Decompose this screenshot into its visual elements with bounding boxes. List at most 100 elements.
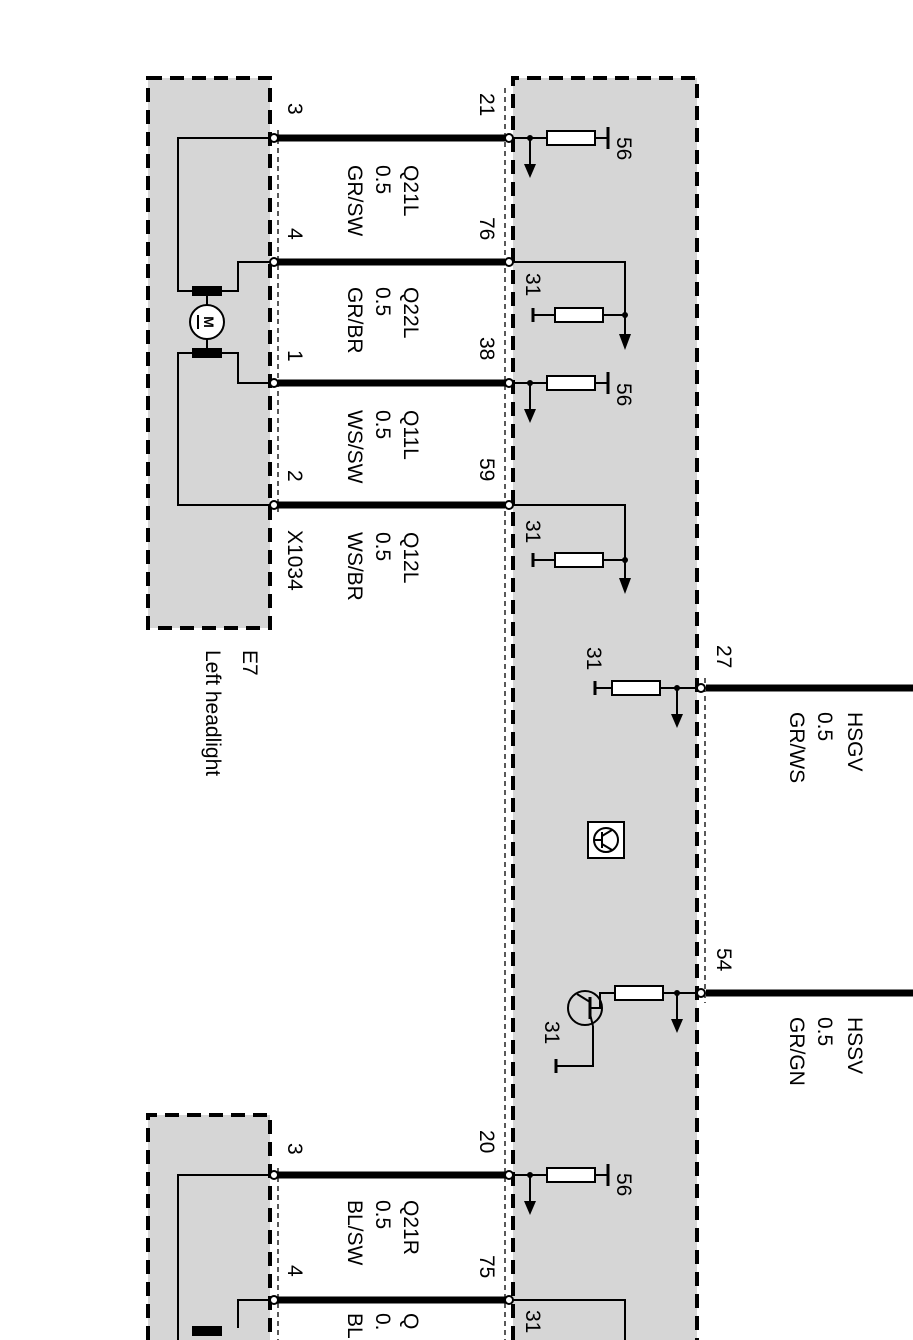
motor-lead-bottom-right — [222, 352, 270, 384]
headlight-pin-connector — [269, 1295, 279, 1305]
input-arrow-icon — [671, 714, 683, 728]
terminal-label: 31 — [582, 647, 605, 670]
wire-color-code: WS/BR — [343, 532, 366, 601]
wire-size: 0.5 — [371, 410, 394, 439]
wire-q21l: 3 21 Q21L 0.5 GR/SW 56 — [269, 93, 635, 236]
module-pin-connector — [504, 500, 514, 510]
internal-lead — [513, 261, 626, 336]
wire-size: 0.5 — [813, 1017, 836, 1046]
internal-lead — [513, 1299, 626, 1340]
wire-color-code: GR/GN — [785, 1017, 808, 1086]
pulldown-resistor — [554, 552, 604, 568]
control-module — [504, 76, 706, 1340]
right-headlight-outline — [146, 1113, 272, 1340]
module-pin-label: 59 — [475, 458, 498, 481]
terminal-label: 31 — [521, 520, 544, 543]
motor-icon — [189, 304, 225, 340]
wire-q22l: 4 76 Q22L 0.5 GR/BR 31 — [269, 217, 631, 354]
module-pin-connector — [504, 257, 514, 267]
electronic-unit-icon — [587, 821, 625, 859]
electronic-unit-collector — [601, 829, 613, 837]
wire-color-code: GR/WS — [785, 712, 808, 783]
motor-lead-bottom-left — [177, 352, 270, 506]
internal-lead — [513, 504, 626, 580]
electronic-unit-emitter — [601, 843, 613, 851]
motor-brush-bottom — [192, 348, 222, 358]
module-pin-label: 21 — [475, 93, 498, 116]
output-arrow-icon — [619, 334, 631, 350]
output-hssv: 54 HSSV 0.5 GR/GN 31 — [540, 948, 913, 1086]
headlight-connector-label: X1034 — [283, 530, 306, 591]
module-pin-connector — [696, 988, 706, 998]
motor-lead-top-left — [177, 1174, 270, 1340]
wire-q11l: 1 38 Q11L 0.5 WS/SW 56 — [269, 337, 635, 484]
motor-brush-top — [192, 1326, 222, 1336]
transistor-collector — [576, 993, 591, 1003]
module-pin-label: 20 — [475, 1130, 498, 1153]
headlight-pin-connector — [269, 1170, 279, 1180]
pullup-resistor — [546, 130, 596, 146]
wire-size: 0.5 — [371, 165, 394, 194]
left-headlight-unit: M — [146, 76, 279, 630]
right-headlight-fill — [148, 1115, 270, 1340]
input-arrow-icon — [524, 409, 536, 423]
wire-size: 0.5 — [813, 712, 836, 741]
headlight-pin-connector — [269, 378, 279, 388]
wire-size: 0.5 — [371, 532, 394, 561]
headlight-pin-connector — [269, 133, 279, 143]
wire-size: 0.5 — [371, 1200, 394, 1229]
module-pin-connector — [696, 683, 706, 693]
wire-q21r: 3 20 Q21R 0.5 BL/SW 56 — [269, 1130, 635, 1266]
headlight-pin-connector — [269, 500, 279, 510]
pulldown-resistor — [611, 680, 661, 696]
motor-brush-top — [192, 286, 222, 296]
module-pin-connector — [504, 1295, 514, 1305]
pullup-resistor — [546, 1167, 596, 1183]
module-pin-connector — [504, 1170, 514, 1180]
left-headlight-outline — [146, 76, 272, 630]
wire-size: 0. — [371, 1313, 394, 1331]
pulldown-resistor — [554, 307, 604, 323]
wire-id: HSGV — [843, 712, 866, 772]
terminal-label: 56 — [612, 137, 635, 160]
headlight-pin-connector — [269, 257, 279, 267]
wire-color-code: WS/SW — [343, 410, 366, 484]
wire-id: Q21R — [399, 1200, 422, 1255]
motor-lead-top-right — [222, 261, 270, 292]
output-arrow-icon — [619, 578, 631, 594]
module-pin-label: 75 — [475, 1255, 498, 1278]
module-pin-label: 27 — [712, 645, 735, 668]
wire-id: Q21L — [399, 165, 422, 216]
wire-id: Q12L — [399, 532, 422, 583]
headlight-name: Left headlight — [201, 650, 224, 776]
wire-q12l: 2 59 Q12L 0.5 WS/BR 31 — [269, 458, 631, 601]
wire-partial: 4 75 Q 0. BL 31 — [269, 1255, 626, 1340]
control-module-fill — [513, 78, 697, 1340]
transistor-base-lead — [590, 992, 615, 1009]
pullup-resistor — [546, 375, 596, 391]
headlight-pin-label: 3 — [283, 1143, 306, 1155]
module-pin-label: 76 — [475, 217, 498, 240]
motor-lead-top-right — [237, 1299, 270, 1328]
input-arrow-icon — [524, 164, 536, 178]
input-arrow-icon — [524, 1201, 536, 1215]
headlight-pin-label: 4 — [283, 228, 306, 240]
wire-color-code: GR/BR — [343, 287, 366, 354]
wire-color-code: BL — [343, 1313, 366, 1339]
wire-color-code: BL/SW — [343, 1200, 366, 1266]
output-hsgv: 27 HSGV 0.5 GR/WS 31 — [582, 645, 913, 783]
motor-lead-top-left — [177, 137, 270, 292]
wire-id: Q — [399, 1313, 422, 1329]
headlight-pin-label: 3 — [283, 103, 306, 115]
headlight-ref: E7 — [238, 650, 261, 676]
module-pin-connector — [504, 378, 514, 388]
wire-size: 0.5 — [371, 287, 394, 316]
transistor-icon — [567, 990, 603, 1026]
terminal-label: 31 — [521, 1310, 544, 1333]
module-pin-label: 38 — [475, 337, 498, 360]
transistor-emitter — [589, 1013, 594, 1027]
terminal-label: 56 — [612, 1173, 635, 1196]
headlight-pin-label: 1 — [283, 350, 306, 362]
module-pin-label: 54 — [712, 948, 735, 972]
wire-color-code: GR/SW — [343, 165, 366, 236]
